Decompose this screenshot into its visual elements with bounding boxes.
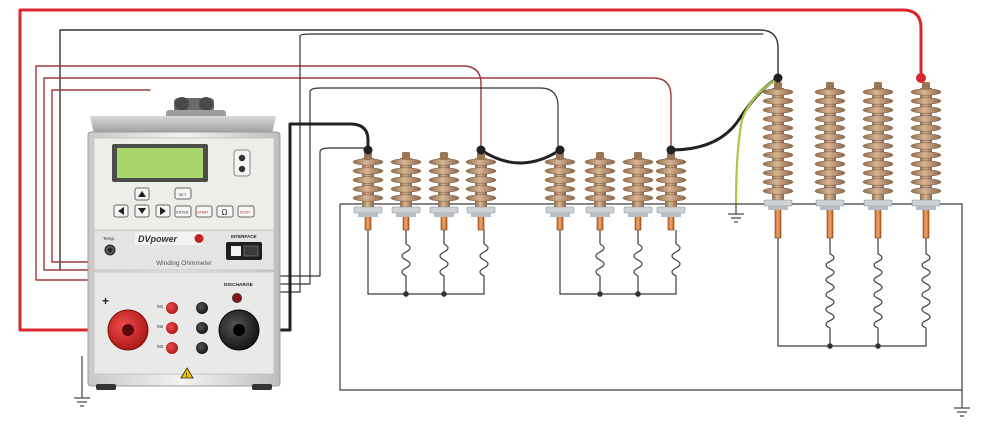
- bushing-hv-2: [814, 82, 846, 239]
- black-wire-neutral: [59, 29, 779, 271]
- clamp-lv1[interactable]: [363, 145, 373, 155]
- jumper-2: [669, 76, 780, 152]
- sense-red-terminal-3[interactable]: [166, 342, 178, 354]
- interface-label: INTERFACE: [231, 234, 257, 239]
- up-arrow-icon: [138, 191, 146, 197]
- coil-hv-b: [873, 253, 883, 329]
- coil-2a: [595, 243, 605, 280]
- bushings: [352, 82, 942, 239]
- contrast-up-button[interactable]: [238, 154, 246, 162]
- plus-label: +: [102, 294, 109, 308]
- coil-2c: [671, 243, 681, 278]
- start-button-label: START: [197, 211, 209, 215]
- clamp-lv8[interactable]: [666, 145, 676, 155]
- set-button[interactable]: [174, 187, 192, 200]
- stop-button[interactable]: [237, 205, 255, 218]
- ohm-button[interactable]: [216, 205, 234, 218]
- sense-black-terminal-2[interactable]: [196, 322, 208, 334]
- bushing-hv-4: [910, 82, 942, 239]
- left-arrow-icon: [118, 207, 124, 215]
- winding-ohmmeter-device: CR SET ENTER START: [87, 97, 281, 390]
- bushing-lv-1: [352, 152, 384, 231]
- model-label: Winding Ohmmeter: [156, 260, 213, 267]
- sense-wire-1: [35, 65, 482, 301]
- black-wire-b: [205, 87, 559, 331]
- transformer-tank-outline: [339, 203, 963, 391]
- sense-label-m1: M1: [157, 304, 164, 309]
- coil-hv-a: [825, 253, 835, 329]
- coil-hv-c: [921, 253, 931, 330]
- bushing-lv-6: [584, 152, 616, 231]
- clamp-lv5[interactable]: [555, 145, 565, 155]
- sense-terminals: M1 M2 M3: [157, 302, 208, 354]
- coil-1a: [401, 243, 411, 280]
- enter-button-label: ENTER: [176, 211, 189, 215]
- svg-text:!: !: [186, 373, 188, 379]
- bushing-hv-3: [862, 82, 894, 239]
- bushing-lv-2: [390, 152, 422, 231]
- connection-points: [363, 73, 926, 155]
- winding-group-2: [559, 230, 681, 295]
- winding-group-1: [367, 230, 489, 295]
- device-ground-icon: [74, 356, 90, 407]
- sense-black-terminal-3[interactable]: [196, 342, 208, 354]
- bushing-lv-4: [465, 152, 497, 231]
- sense-red-terminal-2[interactable]: [166, 322, 178, 334]
- sense-label-m2: M2: [157, 324, 164, 329]
- clamp-neutral[interactable]: [773, 73, 783, 83]
- sense-label-m3: M3: [157, 344, 164, 349]
- brand-logo: DVpower: [135, 232, 204, 245]
- red-current-lead: [18, 8, 923, 332]
- contrast-buttons: [233, 149, 251, 177]
- warning-icon: [180, 367, 194, 379]
- neutral-ground-icon: [728, 206, 744, 223]
- clamp-hv-phase[interactable]: [916, 73, 926, 83]
- black-current-lead: [243, 122, 370, 332]
- coil-1b: [439, 243, 449, 280]
- tank-ground-icon: [954, 390, 970, 417]
- contrast-down-button[interactable]: [238, 165, 246, 173]
- arrow-keypad: [113, 187, 171, 218]
- jumper-1: [479, 148, 562, 165]
- sense-red-terminal-1[interactable]: [166, 302, 178, 314]
- enter-button[interactable]: [174, 205, 192, 218]
- bushing-lv-5: [544, 152, 576, 231]
- bushing-lv-8: [655, 152, 687, 231]
- start-button[interactable]: [195, 205, 213, 218]
- temp-label: Temp.: [103, 236, 115, 241]
- discharge-label: DISCHARGE: [224, 282, 254, 288]
- stop-button-label: STOP: [240, 211, 250, 215]
- brand-text: DVpower: [138, 234, 178, 244]
- bushing-lv-7: [622, 152, 654, 231]
- clamp-lv4[interactable]: [476, 145, 486, 155]
- coil-1c: [479, 243, 489, 278]
- discharge-indicator: [232, 293, 242, 303]
- right-arrow-icon: [160, 207, 166, 215]
- winding-group-hv: [777, 238, 931, 347]
- down-arrow-icon: [138, 208, 146, 214]
- bushing-lv-3: [428, 152, 460, 231]
- sense-black-terminal-1[interactable]: [196, 302, 208, 314]
- bushing-hv-1: [762, 82, 794, 239]
- lcd-display: [117, 148, 203, 178]
- ground-wire: [734, 76, 780, 208]
- set-button-label: SET: [179, 192, 187, 197]
- sense-wire-2: [43, 77, 672, 325]
- coil-2b: [633, 243, 643, 280]
- ohm-button-label: Ω: [222, 208, 228, 217]
